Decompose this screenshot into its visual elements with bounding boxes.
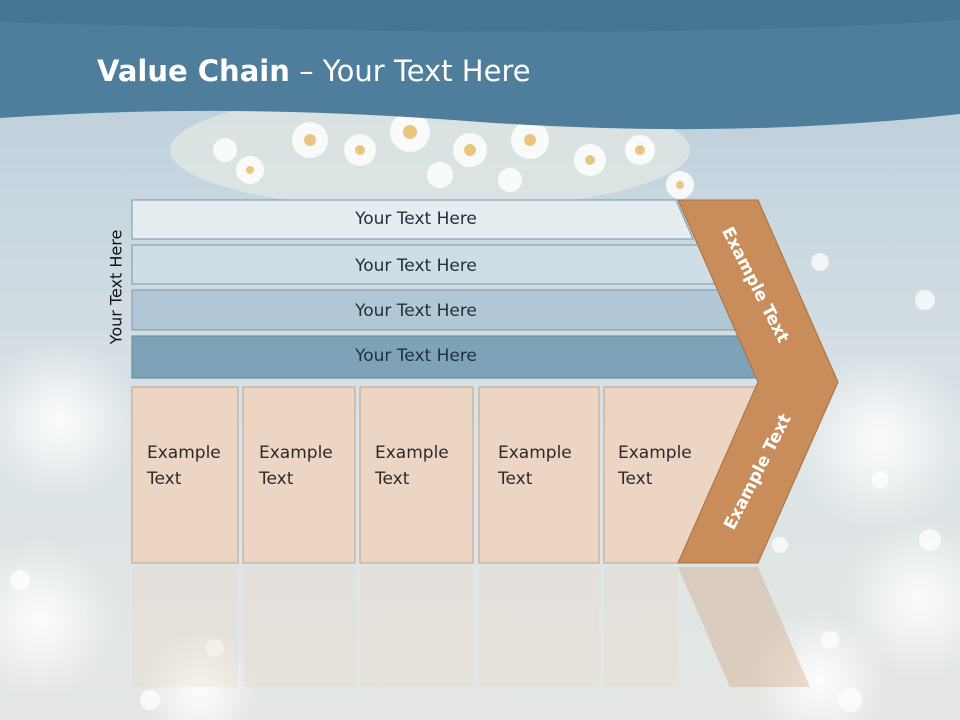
row-label-2: Your Text Here — [355, 256, 477, 276]
cell-text-3-line1: Example — [375, 443, 449, 463]
cell-box-2 — [242, 386, 356, 564]
cell-text-2: Example Text — [259, 440, 359, 492]
title-rest: – Your Text Here — [289, 54, 531, 88]
row-bar-1 — [131, 199, 694, 240]
cell-box-4 — [478, 386, 600, 564]
row-label-4: Your Text Here — [355, 346, 477, 366]
reflection — [132, 567, 810, 687]
cell-text-1-line1: Example — [147, 443, 221, 463]
cell-text-3: Example Text — [375, 440, 475, 492]
cell-text-2-line2: Text — [259, 469, 294, 489]
cell-text-5-line2: Text — [618, 469, 653, 489]
cell-text-4-line1: Example — [498, 443, 572, 463]
page-title: Value Chain – Your Text Here — [97, 54, 531, 88]
cell-box-1 — [131, 386, 239, 564]
chevron-arrow — [677, 199, 839, 564]
cell-text-5: Example Text — [618, 440, 718, 492]
cell-text-1: Example Text — [147, 440, 247, 492]
cell-text-5-line1: Example — [618, 443, 692, 463]
cell-text-2-line1: Example — [259, 443, 333, 463]
cell-text-4: Example Text — [498, 440, 598, 492]
title-bold: Value Chain — [97, 54, 290, 88]
row-label-1: Your Text Here — [355, 209, 477, 229]
side-label: Your Text Here — [106, 229, 126, 345]
header-band — [0, 0, 960, 130]
cell-text-4-line2: Text — [498, 469, 533, 489]
cell-box-3 — [359, 386, 474, 564]
cell-text-1-line2: Text — [147, 469, 182, 489]
row-label-3: Your Text Here — [355, 301, 477, 321]
cell-text-3-line2: Text — [375, 469, 410, 489]
